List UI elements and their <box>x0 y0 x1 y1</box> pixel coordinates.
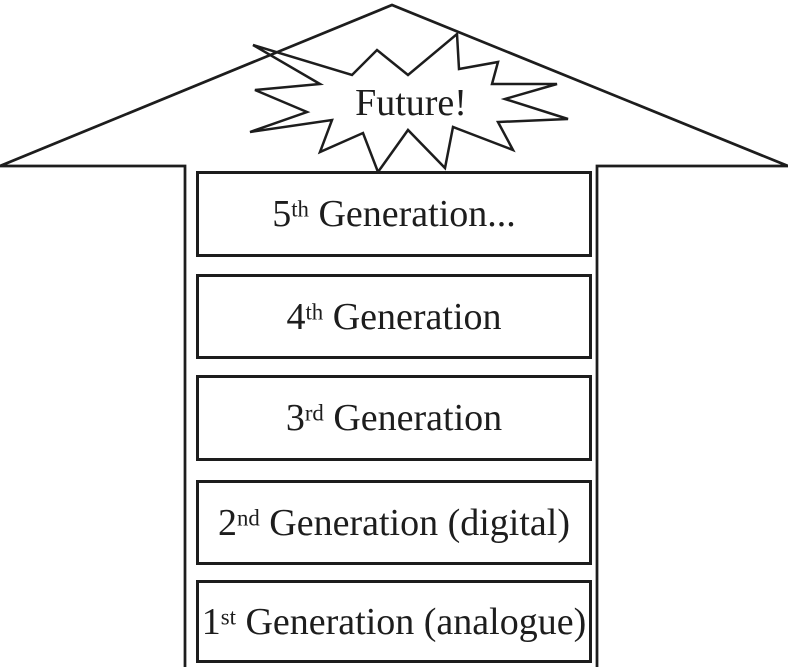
generation-5-text: 5th Generation... <box>272 195 516 233</box>
future-label: Future! <box>355 82 467 124</box>
generation-1-label: Generation (analogue) <box>235 600 587 643</box>
generation-box-1: 1st Generation (analogue) <box>196 580 592 663</box>
generation-2-text: 2nd Generation (digital) <box>218 504 570 542</box>
generation-4-ordinal: th <box>305 298 324 324</box>
generation-box-4: 4th Generation <box>196 274 592 359</box>
generation-box-3: 3rd Generation <box>196 375 592 461</box>
generation-1-number: 1 <box>201 600 221 643</box>
generation-box-5: 5th Generation... <box>196 171 592 257</box>
generation-2-ordinal: nd <box>236 504 260 530</box>
generation-4-text: 4th Generation <box>286 298 501 336</box>
generation-5-label: Generation... <box>308 193 516 235</box>
generation-3-ordinal: rd <box>304 400 324 426</box>
generation-4-number: 4 <box>286 295 306 338</box>
generation-box-2: 2nd Generation (digital) <box>196 480 592 565</box>
generation-2-label: Generation (digital) <box>259 501 570 544</box>
generation-1-ordinal: st <box>220 603 236 629</box>
generation-5-number: 5 <box>272 193 292 235</box>
generation-3-number: 3 <box>285 397 305 439</box>
generation-2-number: 2 <box>217 501 237 544</box>
generation-3-label: Generation <box>323 397 503 439</box>
generation-1-text: 1st Generation (analogue) <box>202 603 587 641</box>
generation-4-label: Generation <box>323 295 502 338</box>
generation-5-ordinal: th <box>291 196 309 222</box>
generation-3-text: 3rd Generation <box>286 399 502 437</box>
